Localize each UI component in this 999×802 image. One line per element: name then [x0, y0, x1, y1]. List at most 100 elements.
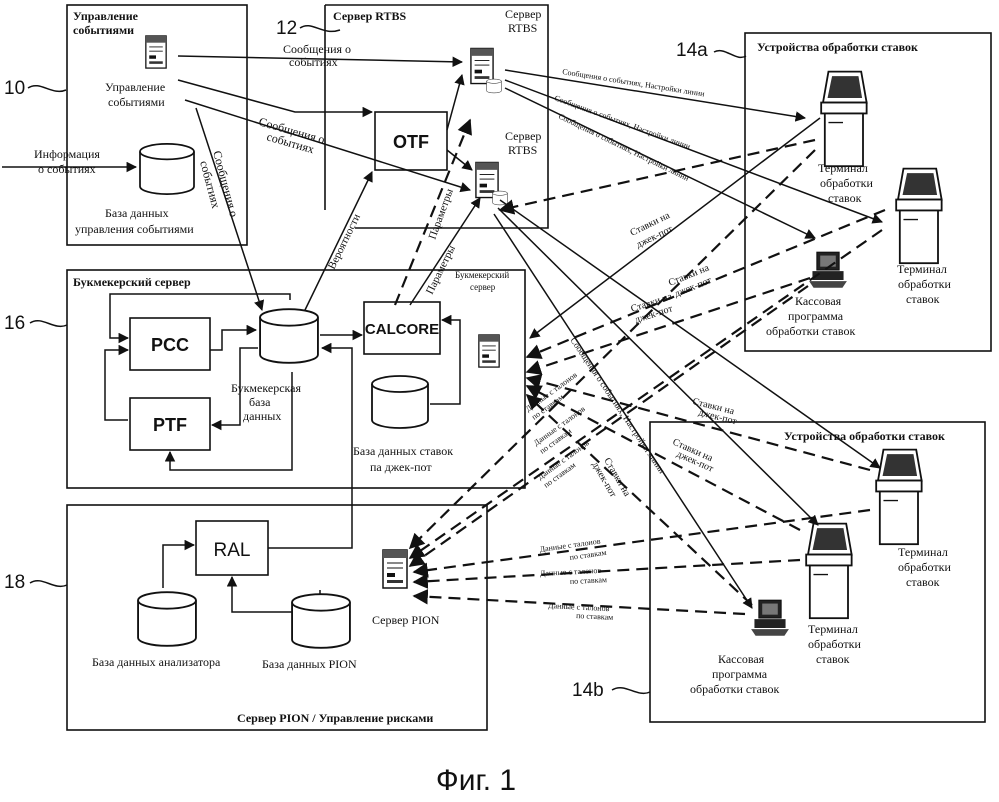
cash-b-l1: Кассовая: [718, 652, 765, 666]
cash-a-l3: обработки ставок: [766, 324, 856, 338]
figure-caption: Фиг. 1: [436, 764, 516, 797]
coupon-6-l2: по ставкам: [576, 611, 614, 622]
analyzer-db-label: База данных анализатора: [92, 655, 221, 669]
terminal-b1-l2: обработки: [898, 560, 951, 574]
ref-12-label: 12: [276, 18, 297, 39]
event-db-l2: управления событиями: [75, 222, 194, 236]
event-mgmt-server-l2: событиями: [108, 95, 165, 109]
probabilities-label: Вероятности: [326, 212, 363, 271]
bookmaker-db-icon: [260, 309, 318, 363]
coupon-4-l2: по ставкам: [569, 548, 607, 562]
rtbs-group-title: Сервер RTBS: [333, 9, 407, 23]
rtbs-server-1-l1: Сервер: [505, 7, 541, 21]
terminal-a2-l3: ставок: [906, 292, 940, 306]
rtbs-server-2-l2: RTBS: [508, 143, 537, 157]
terminal-a1-l1: Терминал: [818, 161, 868, 175]
cash-b-l3: обработки ставок: [690, 682, 780, 696]
otf-label: OTF: [393, 132, 429, 152]
pion-db-icon: [292, 594, 350, 648]
otf-to-rtbs1-arrow: [447, 75, 462, 130]
terminal-b2-icon: [806, 524, 851, 619]
ral-box: RAL: [196, 521, 268, 575]
pion-title: Сервер PION / Управление рисками: [237, 711, 433, 725]
ev-set-4-label: Сообщения о событиях, Настройки линии: [568, 336, 667, 476]
calcore-box: CALCORE: [364, 302, 440, 354]
ptf-label: PTF: [153, 415, 187, 435]
event-mgmt-server-icon: [146, 36, 166, 68]
event-db-l1: База данных: [105, 206, 169, 220]
ref-16-label: 16: [4, 313, 25, 334]
terminal-b1-icon: [876, 450, 921, 545]
terminal-a2-l1: Терминал: [897, 262, 947, 276]
terminal-a1-to-bookmaker-arrow: [530, 118, 820, 338]
terminal-a2-l2: обработки: [898, 277, 951, 291]
ref-14b-label: 14b: [572, 680, 604, 701]
terminal-b2-l1: Терминал: [808, 622, 858, 636]
cash-a-l1: Кассовая: [795, 294, 842, 308]
analyzer-db-icon: [138, 592, 196, 646]
cash-program-b-icon: [751, 600, 789, 636]
ref-18: 18: [4, 572, 67, 593]
bookmaker-title: Букмекерский сервер: [73, 275, 191, 289]
event-db-icon: [140, 144, 194, 194]
analyzer-to-ral-arrow: [163, 545, 194, 588]
event-msg-1-l1: Сообщения о: [283, 42, 351, 56]
ptf-box: PTF: [130, 398, 210, 450]
ref-18-label: 18: [4, 572, 25, 593]
jackpot-db-icon: [372, 376, 428, 428]
ref-14b: 14b: [572, 680, 650, 701]
info-label-l2: о событиях: [38, 162, 96, 176]
rtbs-to-terminal-a1-arrow: [505, 70, 805, 118]
terminal-b1-l3: ставок: [906, 575, 940, 589]
terminal-a1-l2: обработки: [820, 176, 873, 190]
bookmaker-server-icon: [479, 335, 499, 367]
calcore-label: CALCORE: [365, 321, 439, 338]
pion-server-label: Сервер PION: [372, 613, 440, 627]
ptf-loop-arrow: [105, 350, 128, 420]
pcc-to-db-arrow: [210, 330, 256, 350]
devices-a-title: Устройства обработки ставок: [757, 40, 918, 54]
terminal-a1-icon: [821, 72, 866, 167]
rtbs-server-1-icon: [471, 48, 493, 83]
bookmaker-db-l3: данных: [243, 409, 281, 423]
rtbs-group-box: Сервер RTBS: [325, 5, 548, 228]
info-label-l1: Информация: [34, 147, 100, 161]
terminal-b2-l2: обработки: [808, 637, 861, 651]
ref-10: 10: [4, 78, 66, 99]
bookmaker-server-l2: сервер: [470, 282, 496, 292]
rtbs-server-1-disk-icon: [487, 79, 502, 93]
bookmaker-box: Букмекерский сервер: [67, 270, 525, 488]
pcc-label: PCC: [151, 335, 189, 355]
terminal-a2-icon: [896, 169, 941, 264]
cash-b-l2: программа: [712, 667, 768, 681]
jackpot-db-l1: База данных ставок: [353, 444, 453, 458]
ral-label: RAL: [214, 540, 251, 561]
pcc-box: PCC: [130, 318, 210, 370]
coupon-dash-4: [414, 510, 870, 572]
ref-12: 12: [276, 18, 340, 39]
ral-to-bookmaker-db-arrow: [268, 348, 352, 548]
bookmaker-server-l1: Букмекерский: [455, 270, 509, 280]
ref-10-label: 10: [4, 78, 25, 99]
ref-14a-label: 14a: [676, 40, 708, 61]
devices-a-box: Устройства обработки ставок: [745, 33, 991, 351]
event-mgmt-title-l1: Управление: [73, 9, 139, 23]
event-mgmt-title-l2: событиями: [73, 23, 134, 37]
pion-server-icon: [383, 550, 407, 588]
devices-b-title: Устройства обработки ставок: [784, 429, 945, 443]
terminal-b1-l1: Терминал: [898, 545, 948, 559]
bookmaker-db-l2: база: [249, 395, 271, 409]
otf-to-rtbs2-arrow: [447, 150, 472, 170]
ref-14a: 14a: [676, 40, 746, 61]
coupon-5-l2: по ставкам: [570, 575, 608, 586]
otf-box: OTF: [375, 112, 447, 170]
pion-db-label: База данных PION: [262, 657, 357, 671]
bookmaker-db-l1: Букмекерская: [231, 381, 302, 395]
ref-16: 16: [4, 313, 67, 334]
event-msg-1-l2: событиях: [289, 55, 338, 69]
jackpot-db-l2: па джек-пот: [370, 460, 432, 474]
cash-a-l2: программа: [788, 309, 844, 323]
coupon-dash-3: [410, 286, 808, 566]
